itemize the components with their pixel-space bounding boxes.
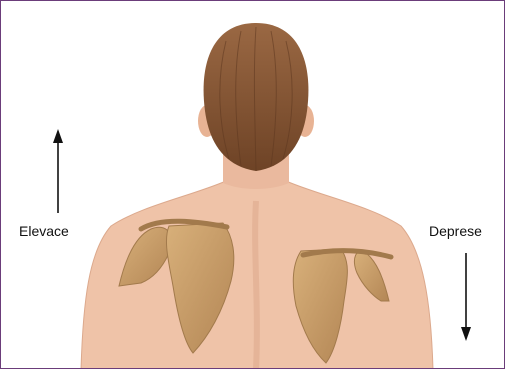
elevation-label: Elevace [19, 223, 69, 239]
depression-label: Deprese [429, 223, 482, 239]
arrow-up-icon [53, 129, 63, 213]
arrow-down-icon [461, 253, 471, 341]
spine-shadow [255, 201, 257, 369]
